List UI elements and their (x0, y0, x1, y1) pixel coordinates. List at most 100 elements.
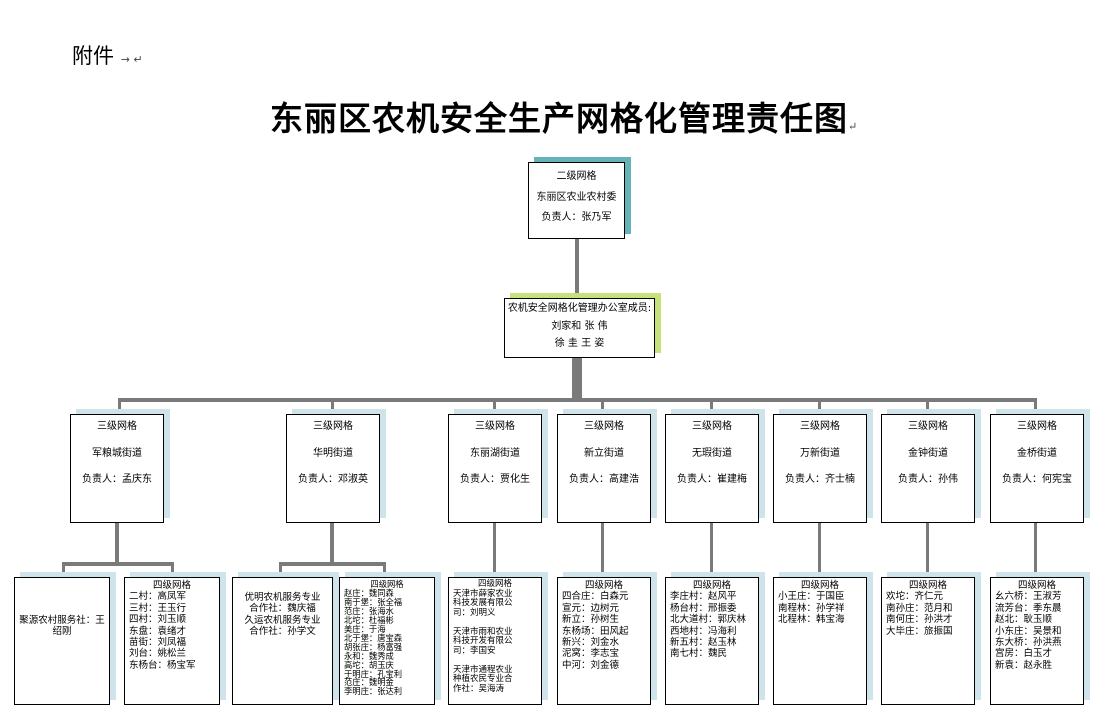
level4-line: 美庄：于海 (344, 623, 386, 634)
level4-line: 天津市雨和农业 (453, 626, 513, 637)
level2-leader: 负责人：张乃军 (541, 212, 612, 223)
level4-box-4: 四级网格赵庄：魏同森南于堡：张全福范庄：张海水北坨：杜福彬美庄：于海北于堡：唐宝… (339, 577, 435, 705)
level4-line: 大毕庄：旅振国 (886, 625, 953, 637)
connector-l3-2-down (330, 522, 334, 564)
level4-line: 杨台村：邢振委 (670, 602, 737, 614)
office-members-line1: 刘家和 张 伟 (551, 320, 608, 332)
level3-box-7: 三级网格 金钟街道 负责人：孙伟 (881, 414, 975, 523)
level3-name: 金钟街道 (908, 447, 948, 459)
level4-line: 合作社：孙学文 (249, 626, 316, 638)
level4-line: 中河：刘金德 (562, 659, 620, 671)
connector-office-trunk (572, 358, 582, 400)
level4-line: 新立：孙树生 (562, 614, 620, 626)
level4-line: 天津市通程农业 (453, 664, 513, 675)
level4-line: 新袁：赵永胜 (995, 659, 1053, 671)
level4-header: 四级网格 (584, 580, 623, 591)
level2-grid-box: 二级网格 东丽区农业农村委 负责人：张乃军 (528, 162, 625, 239)
level4-line: 新五村：赵玉林 (670, 636, 737, 648)
level4-line: 南孙庄：范月和 (886, 602, 953, 614)
level3-box-3: 三级网格 东丽湖街道 负责人：贾化生 (448, 414, 542, 523)
level4-line: 李庄村：赵风平 (670, 591, 737, 603)
drop-l3-6 (818, 398, 821, 414)
level3-box-2: 三级网格 华明街道 负责人：邓淑英 (286, 414, 380, 523)
level3-label: 三级网格 (313, 421, 353, 432)
level4-box-7: 四级网格李庄村：赵风平杨台村：邢振委北大道村：郭庆林西地村：冯海利新五村：赵玉林… (665, 577, 759, 705)
chart-title: 东丽区农机安全生产网格化管理责任图↵ (270, 99, 859, 138)
drop-l3-1 (118, 398, 121, 414)
drop-l3-2 (331, 398, 334, 414)
connector-l3-3-down (493, 522, 496, 578)
level3-label: 三级网格 (908, 421, 948, 432)
level4-line: 永和：魏秀成 (344, 650, 394, 661)
level3-box-5: 三级网格 无瑕街道 负责人：崔建梅 (665, 414, 759, 523)
level3-leader: 负责人：崔建梅 (677, 474, 747, 485)
level4-line: 流芳台：季东晨 (995, 602, 1062, 614)
level4-line (19, 603, 105, 614)
attachment-heading: 附件 → ↵ (72, 44, 143, 68)
level4-line: 苗街：刘凤福 (129, 636, 187, 648)
drop-l3-5 (710, 398, 713, 414)
level4-line: 北于堡：唐宝森 (344, 632, 403, 643)
level3-leader: 负责人：高建浩 (569, 474, 639, 485)
level4-box-5: 四级网格天津市薛家农业科技发展有限公司：刘明义 天津市雨和农业科技开发有限公司：… (448, 577, 542, 705)
office-members-box: 农机安全网格化管理办公室成员: 刘家和 张 伟 徐 圭 王 姿 (504, 298, 655, 358)
level3-leader: 负责人：何宪宝 (1002, 474, 1072, 485)
level4-line: 聚源农村服务社：王绍刚 (19, 614, 105, 638)
level4-box-2: 四级网格二村：高凤军三村：王玉行四村：刘玉顺东盘：袁绪才苗街：刘凤福刘台：姚松兰… (124, 577, 220, 705)
drop-l3-3 (493, 398, 496, 414)
level4-box-9: 四级网格欢坨：齐仁元南孙庄：范月和南何庄：孙洪才大毕庄：旅振国 (881, 577, 975, 705)
level3-box-1: 三级网格 军粮城街道 负责人：孟庆东 (70, 414, 164, 523)
level3-name: 万新街道 (800, 447, 840, 459)
level4-line: 小王庄：于国臣 (778, 591, 845, 603)
drop-l3-8 (1034, 398, 1037, 414)
level4-line: 西地村：冯海利 (670, 625, 737, 637)
connector-level3-bus (119, 398, 1036, 402)
level3-label: 三级网格 (97, 421, 137, 432)
level4-line: 范庄：张海水 (344, 605, 394, 616)
level4-line: 四合庄：白森元 (562, 591, 629, 603)
level4-line: 久运农机服务专业 (244, 614, 321, 626)
level4-header: 四级网格 (152, 580, 191, 591)
level4-line: 宫房：白玉才 (995, 648, 1053, 660)
level3-label: 三级网格 (1017, 421, 1057, 432)
level4-line: 幺六桥：王淑芳 (995, 591, 1062, 603)
level4-line: 小东庄：吴景和 (995, 625, 1062, 637)
level3-label: 三级网格 (800, 421, 840, 432)
level4-line: 南于堡：张全福 (344, 596, 403, 607)
level4-line: 三村：王玉行 (129, 602, 187, 614)
level4-line: 欢坨：齐仁元 (886, 591, 944, 603)
level4-line: 泥窝：李志宝 (562, 648, 620, 660)
level2-org: 东丽区农业农村委 (536, 191, 617, 203)
level4-line: 东杨场：田风起 (562, 625, 629, 637)
connector-l3-4-down (601, 522, 604, 578)
level4-line: 东大桥：孙洪燕 (995, 636, 1062, 648)
level4-line: 北程林：韩宝海 (778, 614, 845, 626)
level3-label: 三级网格 (692, 421, 732, 432)
level3-box-4: 三级网格 新立街道 负责人：高建浩 (557, 414, 651, 523)
level4-line: 南七村：魏民 (670, 648, 728, 660)
level4-header: 四级网格 (477, 579, 512, 589)
level4-line (19, 592, 105, 603)
level3-name: 新立街道 (584, 447, 624, 459)
level4-line: 合作社：魏庆福 (249, 603, 316, 615)
level4-line: 赵北：耿玉顺 (995, 614, 1053, 626)
level4-line: 科技发展有限公 (453, 598, 513, 609)
level4-line: 北大道村：郭庆林 (670, 614, 747, 626)
drop-l3-4 (601, 398, 604, 414)
level4-header: 四级网格 (692, 580, 731, 591)
level3-label: 三级网格 (475, 421, 515, 432)
level4-line: 胡张庄：杨富强 (344, 641, 403, 652)
level3-leader: 负责人：贾化生 (460, 474, 530, 485)
level4-line: 种植农民专业合 (453, 674, 513, 685)
level4-line: 范庄：魏明金 (344, 677, 394, 688)
office-title: 农机安全网格化管理办公室成员: (507, 303, 652, 314)
connector-l3-6-down (818, 522, 821, 578)
level3-leader: 负责人：齐士楠 (785, 474, 855, 485)
level3-name: 金桥街道 (1017, 447, 1057, 459)
level4-line: 于明庄：孔宝利 (344, 668, 403, 679)
level4-box-10: 四级网格幺六桥：王淑芳流芳台：季东晨赵北：耿玉顺小东庄：吴景和东大桥：孙洪燕宫房… (990, 577, 1084, 705)
level3-name: 无瑕街道 (692, 447, 732, 459)
level4-line: 赵庄：魏同森 (344, 587, 394, 598)
level4-line: 南何庄：孙洪才 (886, 614, 953, 626)
level4-line: 司：李国安 (453, 645, 496, 656)
